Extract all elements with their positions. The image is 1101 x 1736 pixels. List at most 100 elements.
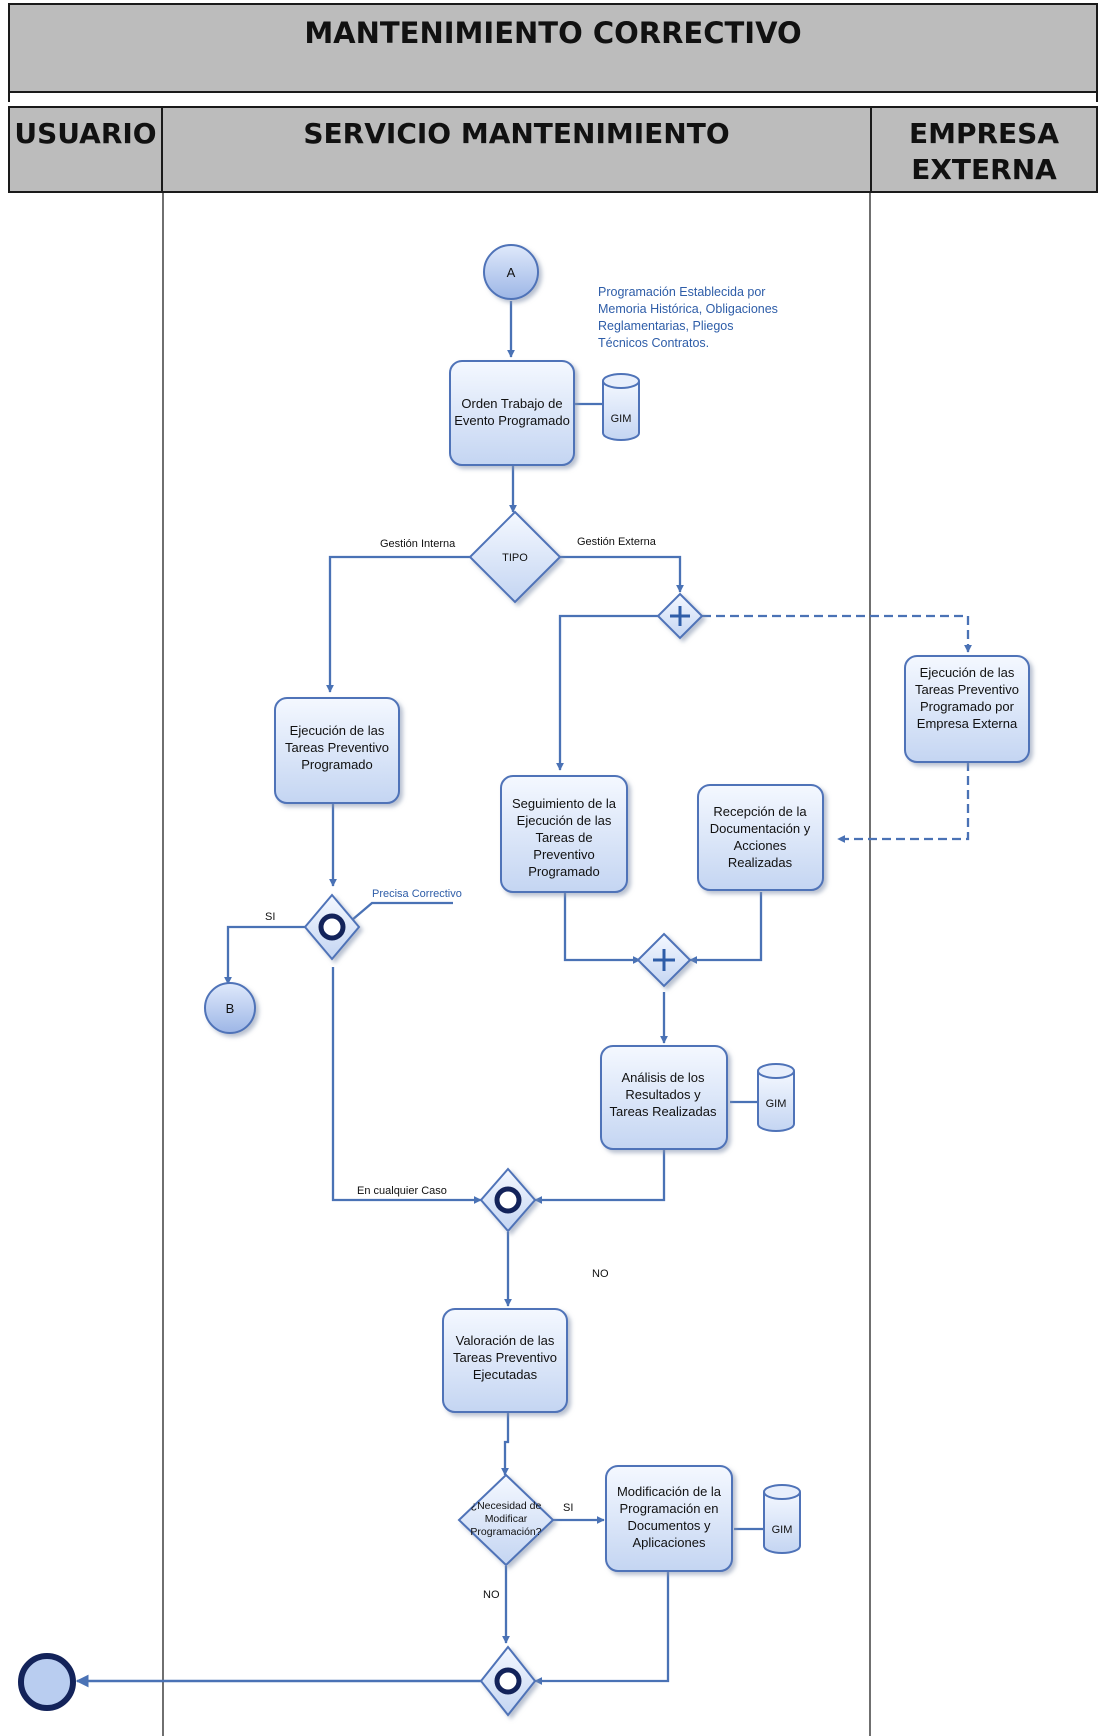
lane-header-usuario: USUARIO: [8, 106, 163, 193]
decision-necesidad-line-1: ¿Necesidad de: [471, 1500, 542, 1512]
gateway-merge: [479, 1167, 537, 1233]
line-precisa-correctivo: [351, 901, 453, 921]
label-gestion-externa: Gestión Externa: [577, 536, 657, 548]
task-modificacion-box: [605, 1465, 733, 1572]
task-valoracion-line-2: Tareas Preventivo: [453, 1350, 557, 1365]
header-gap: [8, 93, 1098, 102]
task-ejecucion-externa-line-1: Ejecución de las: [920, 665, 1015, 680]
dashed-to-recepcion: [837, 762, 970, 843]
database-gim-2: GIM: [757, 1063, 795, 1132]
arrow-gestion-interna: [326, 555, 470, 693]
label-gestion-interna: Gestión Interna: [380, 538, 456, 550]
label-precisa-correctivo: Precisa Correctivo: [372, 888, 462, 900]
task-orden-line-1: Orden Trabajo de: [461, 396, 562, 411]
task-ejecucion-externa-line-3: Programado por: [920, 699, 1015, 714]
arrow-to-seguimiento: [556, 614, 658, 771]
task-recepcion-box: [697, 784, 824, 891]
ring-icon: [494, 1186, 522, 1214]
arrow-gateway-to-merge: [331, 967, 482, 1204]
plus-icon: [670, 606, 690, 626]
gateway-end: [479, 1645, 537, 1717]
task-recepcion-line-1: Recepción de la: [713, 804, 807, 819]
task-ejecucion-interna-line-1: Ejecución de las: [290, 723, 385, 738]
database-gim-3-label: GIM: [772, 1524, 793, 1536]
task-modificacion-line-3: Documentos y: [627, 1518, 711, 1533]
database-gim-2-label: GIM: [766, 1098, 787, 1110]
ring-icon: [318, 913, 346, 941]
arrow-analisis-to-merge: [534, 1150, 666, 1204]
task-analisis-line-2: Resultados y: [625, 1087, 701, 1102]
task-orden-trabajo: Orden Trabajo de Evento Programado: [449, 360, 575, 466]
arrow-valoracion-to-necesidad: [501, 1412, 510, 1476]
task-analisis: Análisis de los Resultados y Tareas Real…: [600, 1045, 728, 1150]
task-recepcion-line-2: Documentación y: [710, 821, 811, 836]
database-gim-1-label: GIM: [611, 413, 632, 425]
programming-note: Programación Establecida por Memoria His…: [598, 285, 778, 350]
task-modificacion-line-2: Programación en: [620, 1501, 719, 1516]
offpage-connector-b: B: [204, 982, 256, 1034]
connector-b-label: B: [226, 1001, 235, 1016]
label-en-cualquier-caso: En cualquier Caso: [357, 1185, 447, 1197]
task-valoracion: Valoración de las Tareas Preventivo Ejec…: [442, 1308, 568, 1413]
end-event: [18, 1653, 76, 1711]
task-ejecucion-externa: Ejecución de las Tareas Preventivo Progr…: [904, 655, 1030, 763]
parallel-gateway-split: [656, 592, 704, 640]
task-orden-line-2: Evento Programado: [454, 413, 570, 428]
label-no-merge: NO: [592, 1268, 609, 1280]
task-orden-box: [449, 360, 575, 466]
label-no-end: NO: [483, 1589, 500, 1601]
task-seguimiento-box: [500, 775, 628, 893]
database-icon-top: [602, 373, 640, 389]
end-event-circle: [18, 1653, 76, 1711]
lane-servicio-label: SERVICIO MANTENIMIENTO: [303, 117, 730, 150]
database-icon: [602, 381, 640, 441]
decision-necesidad-line-2: Modificar: [485, 1513, 528, 1525]
lane-usuario-label: USUARIO: [14, 117, 157, 150]
note-line-2: Memoria Histórica, Obligaciones: [598, 302, 778, 316]
connector-a-label: A: [507, 265, 516, 280]
database-gim-3: GIM: [763, 1484, 801, 1554]
title-text: MANTENIMIENTO CORRECTIVO: [304, 16, 802, 50]
arrow-si-to-b: [224, 925, 310, 985]
decision-necesidad-diamond: [457, 1473, 555, 1567]
note-line-1: Programación Establecida por: [598, 285, 765, 299]
page-title: MANTENIMIENTO CORRECTIVO: [8, 3, 1098, 93]
note-line-3: Reglamentarias, Pliegos: [598, 319, 734, 333]
task-modificacion-line-1: Modificación de la: [617, 1484, 722, 1499]
task-recepcion-line-4: Realizadas: [728, 855, 793, 870]
task-seguimiento-line-4: Preventivo: [533, 847, 594, 862]
task-ejecucion-interna: Ejecución de las Tareas Preventivo Progr…: [274, 697, 400, 804]
task-seguimiento-line-2: Ejecución de las: [517, 813, 612, 828]
note-line-4: Técnicos Contratos.: [598, 336, 709, 350]
decision-necesidad-line-3: Programación?: [470, 1526, 541, 1538]
decision-tipo-diamond: [468, 510, 562, 604]
ring-icon: [494, 1667, 522, 1695]
database-icon: [757, 1071, 795, 1132]
task-analisis-line-3: Tareas Realizadas: [610, 1104, 717, 1119]
lane-dividers: [162, 193, 871, 1736]
task-ejecucion-externa-line-2: Tareas Preventivo: [915, 682, 1019, 697]
connector-a-circle: [483, 244, 539, 300]
task-recepcion: Recepción de la Documentación y Acciones…: [697, 784, 824, 891]
arrow-seguimiento-to-join: [563, 892, 641, 964]
lane-header-servicio: SERVICIO MANTENIMIENTO: [161, 106, 872, 193]
task-ejecucion-interna-box: [274, 697, 400, 804]
flow-labels: Gestión Interna Gestión Externa Precisa …: [265, 536, 657, 1601]
arrow-gestion-externa: [557, 555, 684, 593]
task-modificacion: Modificación de la Programación en Docum…: [605, 1465, 733, 1572]
label-si-modificar: SI: [563, 1502, 573, 1514]
connector-b-circle: [204, 982, 256, 1034]
parallel-gateway-join: [636, 932, 692, 988]
database-icon-top: [763, 1484, 801, 1500]
dashed-to-ejecucion-externa: [702, 614, 972, 653]
start-connector-a: A: [483, 244, 539, 300]
task-seguimiento-line-5: Programado: [528, 864, 600, 879]
arrow-recepcion-to-join: [689, 892, 763, 964]
task-seguimiento-line-1: Seguimiento de la: [512, 796, 617, 811]
task-recepcion-line-3: Acciones: [734, 838, 787, 853]
task-analisis-line-1: Análisis de los: [621, 1070, 705, 1085]
decision-necesidad: ¿Necesidad de Modificar Programación?: [457, 1473, 555, 1567]
decision-tipo: TIPO: [468, 510, 562, 604]
database-icon-top: [757, 1063, 795, 1079]
